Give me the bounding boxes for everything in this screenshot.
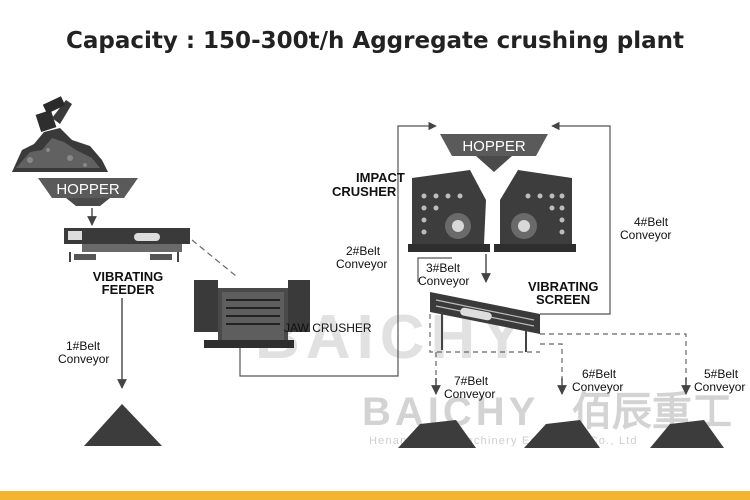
belt1-label-2: Conveyor [58,352,109,366]
belt3-side [417,257,452,282]
belt4-label-2: Conveyor [620,228,671,242]
hopper-left-label: HOPPER [56,181,120,198]
impact-crusher-label-2: CRUSHER [332,184,397,199]
stockpile-5 [650,420,724,448]
vibrating-screen-label-2: SCREEN [536,292,590,307]
stockpile-7 [398,420,476,448]
belt2-label-2: Conveyor [336,257,387,271]
stockpile-1 [84,404,162,446]
belt7-label-1: 7#Belt [454,374,489,388]
belt3-label-1: 3#Belt [426,261,461,275]
belt4-path [540,121,611,315]
belt2-label-1: 2#Belt [346,244,381,258]
feeder-to-jaw-dashed [191,239,237,277]
hopper-top: HOPPER [440,134,548,172]
hopper-top-label: HOPPER [462,138,526,155]
jaw-crusher [194,280,310,348]
raw-material-pile [12,96,108,172]
belt6-label-1: 6#Belt [582,367,617,381]
belt6-label-2: Conveyor [572,380,623,394]
belt7-label-2: Conveyor [444,387,495,401]
vibrating-screen-label-1: VIBRATING [528,279,599,294]
vibrating-screen [430,292,540,352]
belt3-label-2: Conveyor [418,274,469,288]
vibrating-feeder-label-1: VIBRATING [93,269,164,284]
page-title: Capacity : 150-300t/h Aggregate crushing… [65,28,685,54]
hopper-left: HOPPER [38,178,138,206]
belt2-path [239,121,437,377]
vibrating-feeder [64,228,190,262]
jaw-crusher-label: JAW CRUSHER [284,321,372,335]
belt4-label-1: 4#Belt [634,215,669,229]
belt1-label-1: 1#Belt [66,339,101,353]
screen-outlets [429,314,687,392]
impact-crusher-label-1: IMPACT [356,170,405,185]
vibrating-feeder-label-2: FEEDER [102,282,155,297]
belt5-label-1: 5#Belt [704,367,739,381]
impact-crusher-right [494,170,576,252]
stockpile-6 [524,420,600,448]
impact-crusher-left [408,170,490,252]
bottom-accent-bar [0,491,750,500]
belt5-label-2: Conveyor [694,380,745,394]
